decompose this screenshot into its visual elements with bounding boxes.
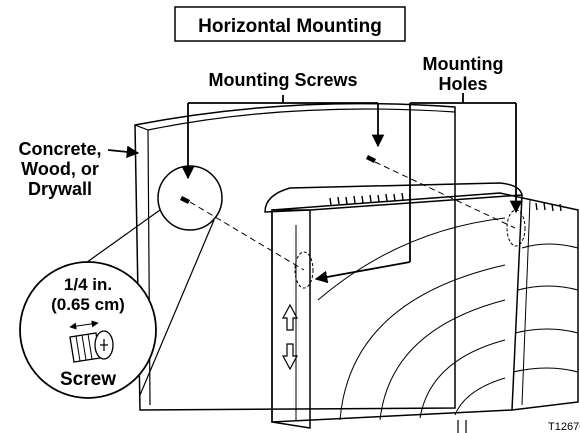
detail-circle xyxy=(19,261,157,399)
title: Horizontal Mounting xyxy=(198,16,382,37)
figure-code: T12670 xyxy=(548,421,580,433)
mounting-holes-callout xyxy=(314,93,523,284)
wall-panel xyxy=(134,102,456,411)
mounting-holes-label-line2: Holes xyxy=(438,74,487,94)
mounting-screws-label: Mounting Screws xyxy=(208,70,357,90)
screw-size-label-line1: 1/4 in. xyxy=(64,275,112,294)
detail-screw xyxy=(69,320,114,363)
arrow-up-icon xyxy=(281,303,299,331)
mounting-hole-right xyxy=(506,209,526,247)
mounting-hole-left xyxy=(294,251,314,289)
wall-material-label-line3: Drywall xyxy=(28,179,92,199)
mounting-screws-callout xyxy=(181,95,385,180)
wall-material-label-line1: Concrete, xyxy=(18,139,101,159)
mounting-holes-label-line1: Mounting xyxy=(423,54,504,74)
arrow-down-icon xyxy=(281,343,299,371)
cable-modem xyxy=(264,182,579,433)
vents xyxy=(329,192,562,212)
wall-material-label-line2: Wood, or xyxy=(21,159,99,179)
screw-size-label-line2: (0.65 cm) xyxy=(51,295,125,314)
wall-callout-arrow xyxy=(107,145,140,159)
screw-label: Screw xyxy=(60,369,116,390)
wall-zoom-circle xyxy=(157,165,223,231)
screw-icon xyxy=(180,155,376,204)
title-box: Horizontal Mounting xyxy=(174,6,406,42)
